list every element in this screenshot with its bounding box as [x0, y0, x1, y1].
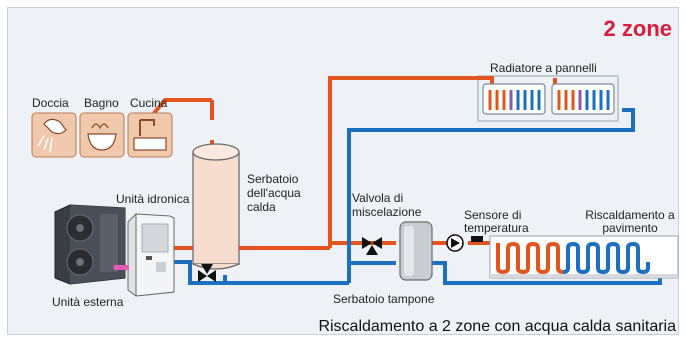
label-serbatoio-line-3: calda [247, 200, 276, 214]
label-pavimento-line-2: pavimento [602, 221, 658, 235]
radiator-2 [551, 83, 615, 115]
diagram-title: 2 zone [603, 16, 672, 41]
label-valvola-line-1: Valvola di [352, 191, 404, 205]
temperature-sensor-icon [471, 236, 483, 242]
diagram-caption: Riscaldamento a 2 zone con acqua calda s… [318, 318, 676, 335]
refrigerant-connection [114, 265, 129, 270]
label-radiatore-pannelli: Radiatore a pannelli [490, 61, 597, 75]
kitchen-sink-icon [127, 112, 173, 158]
pipe-cold-from-radiator [347, 108, 635, 283]
underfloor-heating [489, 235, 679, 279]
shower-icon [31, 112, 77, 158]
label-cucina: Cucina [130, 96, 168, 110]
hydronic-unit [127, 213, 175, 297]
label-valvola-miscelazione: Valvola di miscelazione [352, 191, 421, 219]
mixing-valve-icon [362, 237, 382, 255]
radiator-1 [482, 83, 546, 115]
label-serbatoio-acqua-calda: Serbatoio dell'acqua calda [247, 172, 301, 214]
label-sensore-line-2: temperatura [464, 221, 529, 235]
label-serbatoio-tampone: Serbatoio tampone [333, 292, 435, 306]
buffer-tank [399, 221, 433, 281]
label-doccia: Doccia [32, 96, 69, 110]
outdoor-unit [54, 204, 126, 285]
label-serbatoio-line-1: Serbatoio [247, 172, 299, 186]
pipe-cold-return [174, 260, 349, 285]
pipe-hot-to-radiator [328, 76, 494, 248]
radiator-group-box [477, 75, 619, 122]
label-pavimento-line-1: Riscaldamento a [585, 208, 675, 222]
diagram-frame [7, 7, 679, 335]
circulation-pump-icon [446, 234, 464, 252]
label-valvola-line-2: miscelazione [352, 205, 422, 219]
three-way-valve-icon [198, 264, 216, 282]
label-unita-esterna: Unità esterna [52, 295, 124, 309]
label-riscaldamento-pavimento: Riscaldamento a pavimento [580, 209, 680, 235]
label-serbatoio-line-2: dell'acqua [247, 186, 301, 200]
label-unita-idronica: Unità idronica [116, 192, 190, 206]
bath-icon [79, 112, 125, 158]
label-sensore-temperatura: Sensore di temperatura [464, 209, 529, 235]
label-sensore-line-1: Sensore di [464, 208, 522, 222]
label-bagno: Bagno [84, 96, 119, 110]
hot-water-tank [192, 143, 240, 270]
pipe-hot-to-taps [148, 98, 212, 120]
